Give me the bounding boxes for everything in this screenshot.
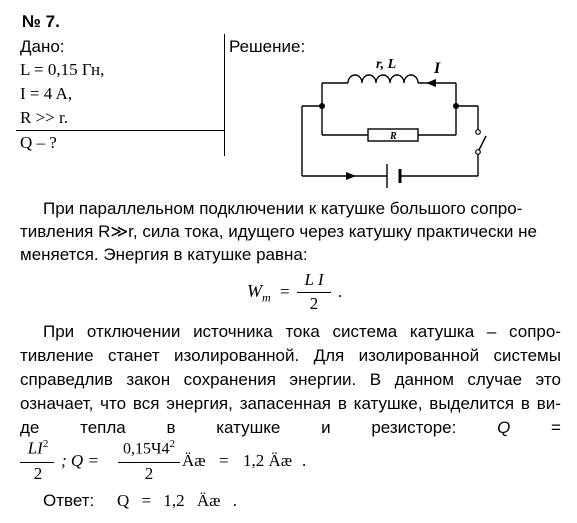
given-divider <box>224 34 225 156</box>
energy-numerator: L I <box>304 270 324 289</box>
heat-numerator-2: 0,15Ч42 <box>123 438 175 458</box>
coil-label: r, L <box>376 57 396 72</box>
energy-lhs: W <box>247 281 262 301</box>
answer-expression: Q = 1,2 Äæ . <box>117 491 237 510</box>
energy-denominator: 2 <box>309 294 319 313</box>
energy-equals: = <box>280 282 290 301</box>
heat-unit-1: Äæ <box>182 451 206 470</box>
junction-right <box>453 103 459 109</box>
circuit-diagram: r, L I R <box>301 57 487 188</box>
resistor-label: R <box>389 131 397 142</box>
problem-number: № 7. <box>22 12 60 31</box>
solution-heading: Решение: <box>229 37 306 56</box>
energy-lhs-subscript: m <box>262 290 271 305</box>
heat-denominator-1: 2 <box>33 464 43 483</box>
current-arrow <box>426 79 436 87</box>
heat-value: 1,2 Äæ <box>243 451 293 470</box>
energy-fraction-bar <box>297 292 331 293</box>
switch-contact <box>475 129 481 135</box>
coil <box>347 74 419 84</box>
heat-denominator-2: 2 <box>144 464 154 483</box>
junction-left <box>319 103 325 109</box>
heat-fraction-bar-2 <box>118 462 180 463</box>
given-separator <box>16 130 224 131</box>
given-line-current: I = 4 A, <box>20 84 73 103</box>
paragraph1-line3: меняется. Энергия в катушке равна: <box>20 245 308 264</box>
switch-blade <box>477 135 487 153</box>
paragraph1-line2: тивления R≫r, сила тока, идущего через к… <box>20 222 537 241</box>
current-label: I <box>433 60 441 77</box>
energy-period: . <box>338 282 343 301</box>
given-line-inductance: L = 0,15 Гн, <box>20 60 105 79</box>
heat-equals: = <box>219 451 229 470</box>
switch-pivot <box>475 149 481 155</box>
given-heading: Дано: <box>20 37 65 56</box>
heat-fraction-bar-1 <box>20 462 54 463</box>
given-line-resistance: R >> r. <box>20 108 68 127</box>
answer-label: Ответ: <box>43 491 95 510</box>
heat-separator: ; Q = <box>61 451 99 470</box>
heat-numerator-1: LI2 <box>27 438 49 458</box>
heat-period: . <box>302 451 307 470</box>
loop-arrow <box>346 172 356 180</box>
given-find: Q – ? <box>20 133 57 152</box>
paragraph1-line1: При параллельном подключении к катушке б… <box>43 199 523 218</box>
